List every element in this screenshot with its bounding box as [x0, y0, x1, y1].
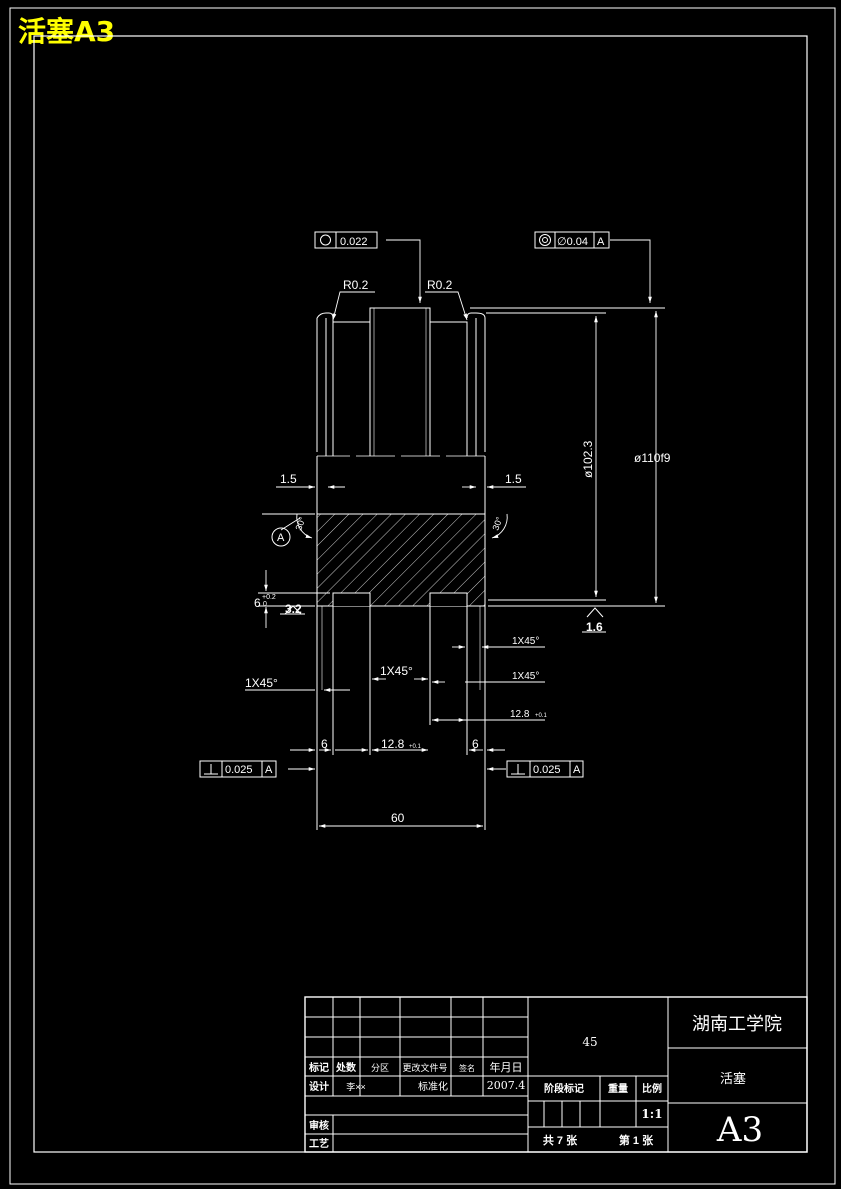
perp-right-datum: A: [573, 764, 581, 776]
hdr-2: 分区: [371, 1063, 389, 1073]
chamfer-w-right: 1.5: [505, 472, 522, 486]
title-block-texts: 45 湖南工学院 活塞 A3 标记 处数 分区 更改文件号 签名 年月日 设计 …: [308, 1014, 782, 1150]
standardize-label: 标准化: [418, 1080, 448, 1093]
r-left: R0.2: [343, 278, 369, 292]
concentricity-value: ∅0.04: [557, 236, 588, 248]
date: 2007.4: [487, 1079, 526, 1092]
part-profile: [316, 307, 486, 830]
groove-w-center-tol: +0.1: [409, 744, 422, 750]
surface-finish-icon: [284, 605, 302, 615]
groove-depth: 6: [254, 596, 261, 610]
total-width: 60: [391, 811, 405, 825]
c3: 1X45°: [380, 664, 413, 678]
perp-right-frame: [506, 760, 584, 778]
d-outer: ø110f9: [634, 451, 671, 465]
circularity-value: 0.022: [340, 236, 368, 248]
hdr-5: 年月日: [490, 1060, 523, 1074]
design-label: 设计: [309, 1080, 329, 1093]
surface-finish-icon: [586, 607, 604, 618]
perp-left-datum: A: [265, 764, 273, 776]
perpendicular-icon: [511, 764, 525, 775]
dimension-texts: R0.2 R0.2 ø102.3 ø110f9 1.5 1.5 30° 30° …: [245, 278, 671, 825]
groove-w-right: 12.8: [510, 709, 530, 720]
groove-w-right-tol: +0.1: [535, 713, 548, 719]
chamfer-w-left: 1.5: [280, 472, 297, 486]
w-right: 6: [472, 737, 479, 751]
designer: 李××: [346, 1081, 366, 1092]
scale: 1:1: [641, 1107, 662, 1121]
sheet-no: 第 1 张: [619, 1133, 654, 1147]
stage-mark-label: 阶段标记: [544, 1082, 584, 1095]
circle-icon: [320, 234, 331, 246]
dimension-lines: [245, 239, 665, 828]
groove-w-center: 12.8: [381, 737, 405, 751]
weight-label: 重量: [608, 1082, 628, 1095]
perpendicular-icon: [204, 764, 218, 775]
c1: 1X45°: [512, 636, 539, 647]
concentric-circles-icon: [539, 234, 551, 246]
school: 湖南工学院: [692, 1014, 782, 1035]
r-right: R0.2: [427, 278, 453, 292]
w-left: 6: [321, 737, 328, 751]
angle-left: 30°: [293, 515, 307, 532]
hdr-1: 处数: [335, 1061, 357, 1074]
review-label: 审核: [309, 1119, 329, 1132]
hdr-3: 更改文件号: [402, 1062, 447, 1073]
roughness-right: 1.6: [586, 620, 603, 634]
roughness-left: 3.2: [285, 602, 302, 616]
process-label: 工艺: [309, 1137, 329, 1150]
d-inner: ø102.3: [581, 440, 595, 478]
hdr-0: 标记: [308, 1061, 329, 1074]
c4: 1X45°: [512, 671, 539, 682]
drawing-size: A3: [716, 1110, 763, 1150]
material: 45: [582, 1035, 597, 1049]
groove-depth-tol2: 0: [263, 601, 267, 608]
circularity-frame: [314, 231, 378, 249]
concentricity-datum: A: [597, 236, 605, 248]
part-name: 活塞: [720, 1071, 746, 1086]
angle-right: 30°: [490, 515, 504, 532]
datum-label: A: [277, 532, 285, 544]
scale-label: 比例: [642, 1082, 662, 1095]
perp-left-value: 0.025: [225, 764, 253, 776]
hdr-4: 签名: [459, 1063, 475, 1073]
c2: 1X45°: [245, 676, 278, 690]
groove-depth-tol: +0.2: [262, 594, 276, 601]
sheets-total: 共 7 张: [543, 1133, 578, 1147]
section-hatch: [316, 513, 486, 607]
perp-left-frame: [199, 760, 277, 778]
datum-circle-icon: [271, 527, 291, 547]
concentricity-frame: [534, 231, 610, 249]
perp-right-value: 0.025: [533, 764, 561, 776]
title-block: [304, 996, 808, 1153]
